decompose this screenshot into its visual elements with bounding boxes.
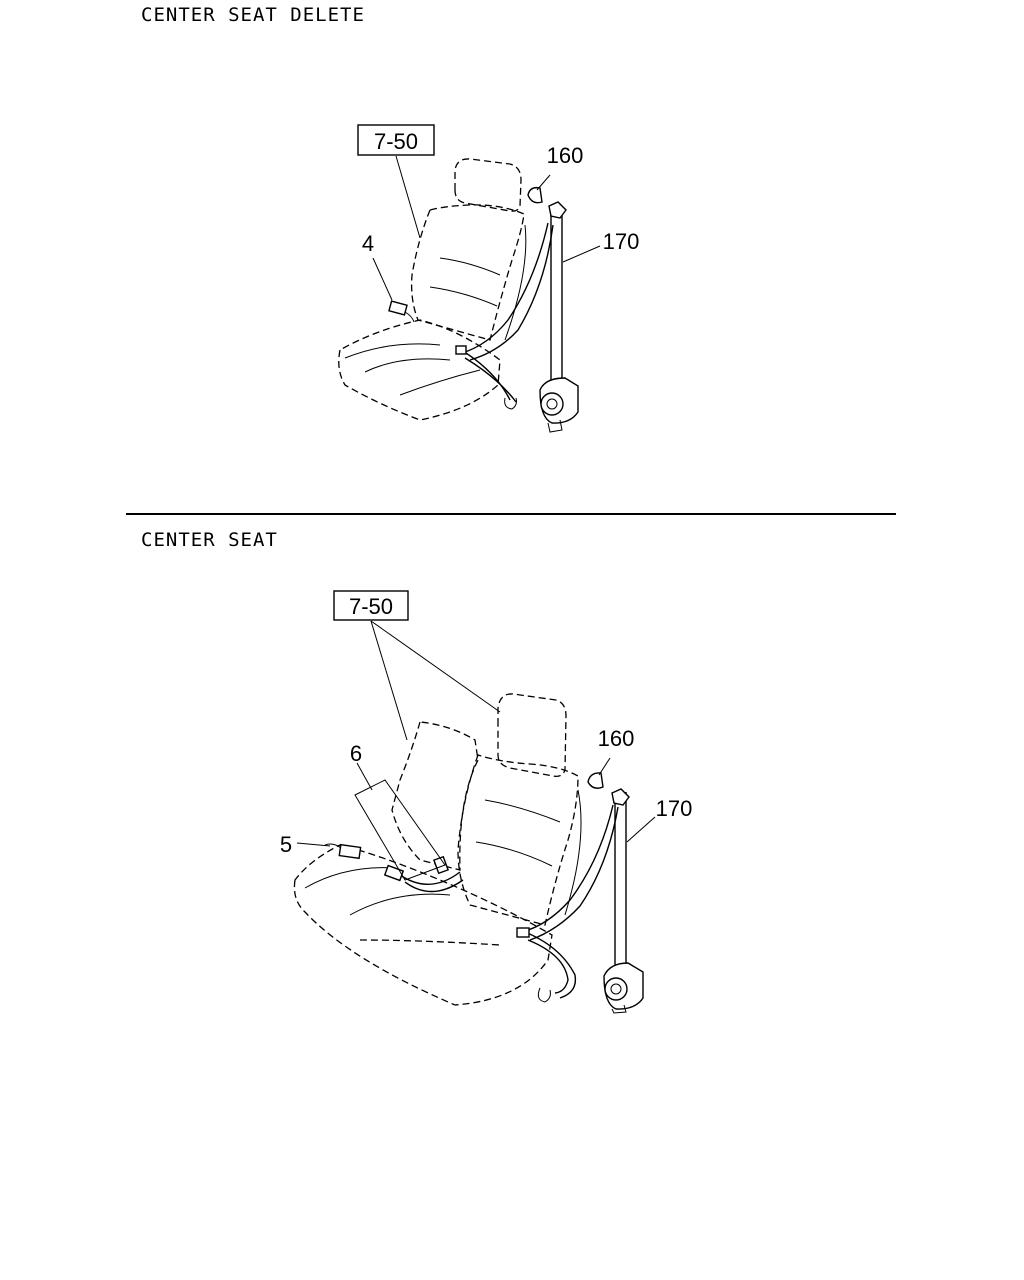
top-diagram: 7-50 4	[338, 124, 640, 433]
callout-4: 4	[362, 231, 374, 256]
bottom-diagram: 7-50 6 5	[280, 590, 693, 1014]
section-title-top: CENTER SEAT DELETE	[141, 4, 365, 26]
bottom-retractor-part-170[interactable]	[603, 962, 644, 1014]
top-ref-box[interactable]: 7-50	[357, 124, 435, 156]
callout-6: 6	[350, 741, 362, 766]
bottom-anchor-cover-part-160[interactable]	[587, 772, 630, 806]
bottom-callout-160: 160	[598, 726, 635, 751]
buckle-part-5[interactable]	[324, 843, 362, 860]
top-callout-170: 170	[603, 229, 640, 254]
bottom-ref-box-label: 7-50	[349, 594, 393, 619]
top-callout-160: 160	[547, 143, 584, 168]
bottom-ref-box[interactable]: 7-50	[333, 590, 409, 621]
bottom-callout-170: 170	[656, 796, 693, 821]
callout-5: 5	[280, 832, 292, 857]
section-title-bottom: CENTER SEAT	[141, 529, 278, 551]
retractor-part-170[interactable]	[539, 377, 579, 433]
top-ref-box-label: 7-50	[374, 129, 418, 154]
buckle-part-4[interactable]	[388, 300, 415, 323]
section-divider	[126, 513, 896, 515]
anchor-cover-part-160[interactable]	[527, 186, 567, 219]
lap-belt-part-6[interactable]	[383, 855, 464, 893]
